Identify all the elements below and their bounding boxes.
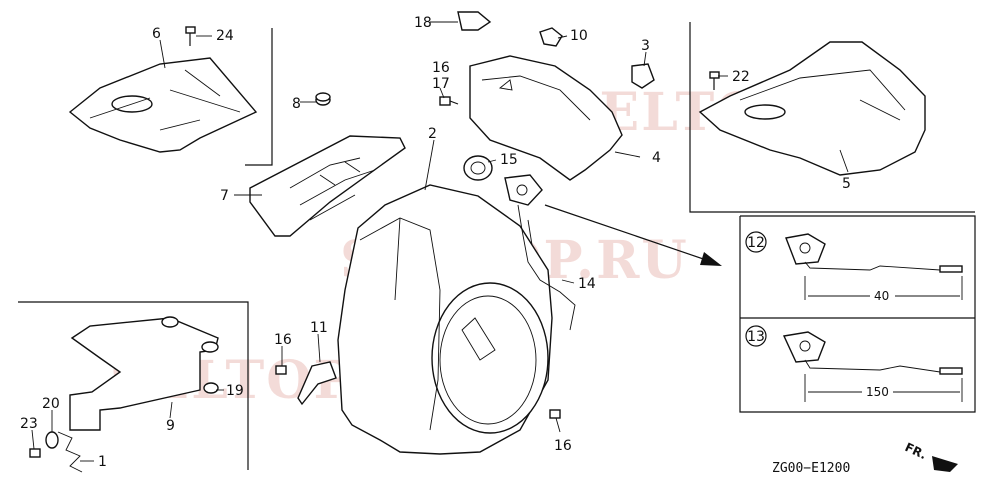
callout-8: 8 (292, 96, 301, 112)
frame-bottom-left (18, 301, 249, 470)
grommet-part-15 (463, 155, 493, 181)
ignition-wire-part (504, 174, 576, 331)
bolt-part-16-lower (275, 365, 287, 375)
callout-15: 15 (500, 152, 518, 168)
callout-22: 22 (732, 69, 750, 85)
frame-top-right (689, 22, 975, 213)
side-cover-part (698, 41, 926, 176)
callout-23: 23 (20, 416, 38, 432)
grommet-part-8 (315, 92, 331, 106)
bolt-part-16-right (549, 409, 561, 419)
diagram-code: ZG00−E1200 (772, 461, 850, 476)
callout-12-circle: 12 (745, 231, 767, 253)
fan-shroud-part (337, 184, 553, 455)
callout-14: 14 (578, 276, 596, 292)
spring-part-1 (57, 431, 83, 473)
front-direction-marker: FR. (903, 440, 958, 472)
callout-9: 9 (166, 418, 175, 434)
callout-2: 2 (428, 126, 437, 142)
frame-top-left (245, 28, 273, 166)
callout-1: 1 (98, 454, 107, 470)
callout-16-top: 16 (432, 60, 450, 76)
callout-3: 3 (641, 38, 650, 54)
frame-cable-inset (739, 215, 976, 413)
callout-17: 17 (432, 76, 450, 92)
callout-18: 18 (414, 15, 432, 31)
callout-16-left: 16 (274, 332, 292, 348)
leader-lines (31, 21, 849, 462)
top-cover-part (68, 57, 258, 153)
callout-10: 10 (570, 28, 588, 44)
clip-part-10 (539, 27, 563, 47)
callout-7: 7 (220, 188, 229, 204)
cable-detail-12 (785, 233, 963, 300)
callout-6: 6 (152, 26, 161, 42)
callout-19: 19 (226, 383, 244, 399)
callout-16-right: 16 (554, 438, 572, 454)
nut-part-19 (203, 382, 219, 394)
front-arrow-icon (932, 456, 958, 472)
dimension-150: 150 (866, 385, 889, 399)
callout-4: 4 (652, 150, 661, 166)
clip-part-18 (457, 11, 492, 31)
clamp-part-11 (297, 361, 337, 406)
bolt-part-23 (29, 448, 41, 458)
callout-13-circle: 13 (745, 325, 767, 347)
washer-part-20 (45, 431, 59, 449)
front-label: FR. (903, 440, 929, 462)
bolt-part-22 (709, 71, 720, 90)
callout-13: 13 (747, 329, 765, 345)
callout-20: 20 (42, 396, 60, 412)
clip-part-3 (631, 63, 655, 89)
air-guide-part (469, 55, 623, 181)
bolt-part-16-17 (439, 96, 459, 106)
bolt-part-24 (185, 26, 196, 46)
guard-plate-part (249, 135, 406, 237)
callout-24: 24 (216, 28, 234, 44)
callout-5: 5 (842, 176, 851, 192)
bracket-part (69, 316, 219, 431)
cable-detail-13 (782, 331, 963, 402)
detail-arrow (544, 204, 722, 266)
callout-11: 11 (310, 320, 328, 336)
dimension-40: 40 (874, 289, 889, 303)
callout-12: 12 (747, 235, 765, 251)
